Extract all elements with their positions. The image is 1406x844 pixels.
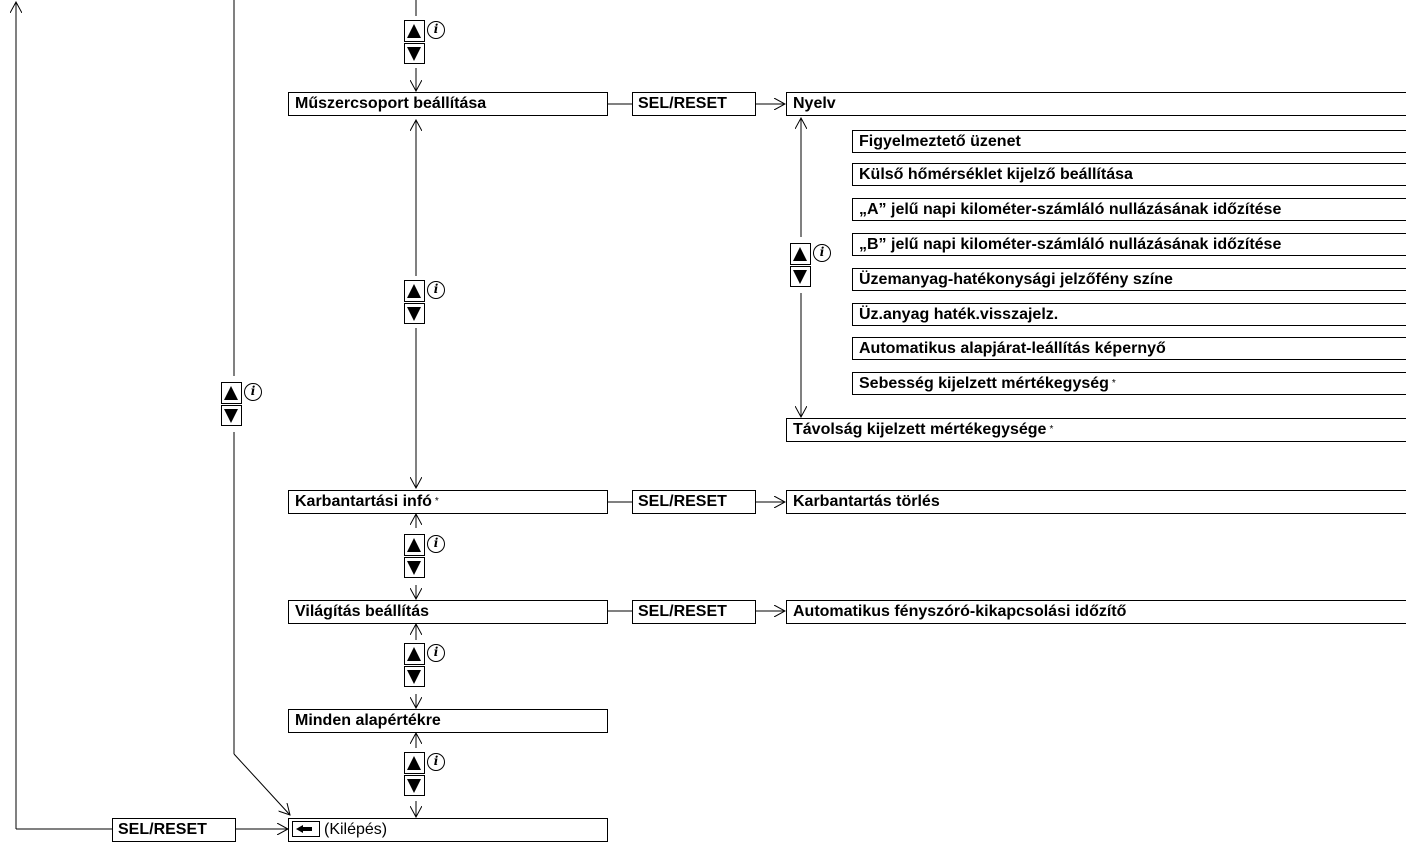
submenu-karb-label: Karbantartás törlés <box>793 493 940 510</box>
sel-reset-label: SEL/RESET <box>638 493 727 510</box>
submenu-item-label: „A” jelű napi kilométer-számláló nullázá… <box>859 201 1282 218</box>
sel-reset-label: SEL/RESET <box>638 95 727 112</box>
sel-reset-button[interactable]: SEL/RESET <box>632 490 756 514</box>
up-arrow-icon[interactable] <box>404 643 425 665</box>
info-icon: i <box>427 753 445 771</box>
footnote-asterisk: * <box>1111 378 1116 389</box>
footnote-asterisk: * <box>434 496 439 507</box>
footnote-asterisk: * <box>1049 424 1054 435</box>
submenu-item-label: Automatikus alapjárat-leállítás képernyő <box>859 340 1166 357</box>
up-arrow-icon[interactable] <box>221 382 242 404</box>
down-arrow-icon[interactable] <box>221 405 242 426</box>
up-arrow-icon[interactable] <box>404 752 425 774</box>
info-icon: i <box>813 244 831 262</box>
menu-minden[interactable]: Minden alapértékre <box>288 709 608 733</box>
menu-vilag-label: Világítás beállítás <box>295 603 429 620</box>
nav-up-down-indicator: i <box>404 20 446 65</box>
down-arrow-icon[interactable] <box>404 43 425 64</box>
menu-karb-label: Karbantartási infó <box>295 493 432 510</box>
nav-up-down-indicator: i <box>790 243 832 288</box>
sel-reset-label: SEL/RESET <box>638 603 727 620</box>
info-icon: i <box>427 535 445 553</box>
submenu-item[interactable]: „A” jelű napi kilométer-számláló nullázá… <box>852 198 1406 221</box>
submenu-item-label: Üz.anyag haték.visszajelz. <box>859 306 1059 323</box>
down-arrow-icon[interactable] <box>404 666 425 687</box>
info-icon: i <box>427 21 445 39</box>
exit-icon <box>292 820 320 837</box>
menu-exit-label: (Kilépés) <box>324 821 388 838</box>
up-arrow-icon[interactable] <box>404 280 425 302</box>
submenu-tavolsag[interactable]: Távolság kijelzett mértékegysége* <box>786 418 1406 442</box>
nav-up-down-indicator: i <box>404 280 446 325</box>
submenu-item-label: Külső hőmérséklet kijelző beállítása <box>859 166 1133 183</box>
submenu-vilag-label: Automatikus fényszóró-kikapcsolási időzí… <box>793 603 1127 620</box>
submenu-item[interactable]: Üzemanyag-hatékonysági jelzőfény színe <box>852 268 1406 291</box>
up-arrow-icon[interactable] <box>404 20 425 42</box>
submenu-item-label: Figyelmeztető üzenet <box>859 133 1021 150</box>
nav-up-down-indicator: i <box>404 752 446 797</box>
menu-musz-label: Műszercsoport beállítása <box>295 95 487 112</box>
sel-reset-button[interactable]: SEL/RESET <box>632 92 756 116</box>
submenu-item-label: Üzemanyag-hatékonysági jelzőfény színe <box>859 271 1173 288</box>
menu-vilag[interactable]: Világítás beállítás <box>288 600 608 624</box>
submenu-item[interactable]: Külső hőmérséklet kijelző beállítása <box>852 163 1406 186</box>
submenu-item[interactable]: „B” jelű napi kilométer-számláló nullázá… <box>852 233 1406 256</box>
up-arrow-icon[interactable] <box>790 243 811 265</box>
menu-karb[interactable]: Karbantartási infó* <box>288 490 608 514</box>
sel-reset-button[interactable]: SEL/RESET <box>112 818 236 842</box>
down-arrow-icon[interactable] <box>790 266 811 287</box>
info-icon: i <box>244 383 262 401</box>
menu-musz[interactable]: Műszercsoport beállítása <box>288 92 608 116</box>
submenu-item[interactable]: Sebesség kijelzett mértékegység* <box>852 372 1406 395</box>
info-icon: i <box>427 281 445 299</box>
up-arrow-icon[interactable] <box>404 534 425 556</box>
submenu-item[interactable]: Figyelmeztető üzenet <box>852 130 1406 153</box>
nav-up-down-indicator: i <box>404 534 446 579</box>
submenu-item-label: „B” jelű napi kilométer-számláló nullázá… <box>859 236 1282 253</box>
down-arrow-icon[interactable] <box>404 303 425 324</box>
nav-up-down-indicator: i <box>221 382 263 427</box>
submenu-nyelv-label: Nyelv <box>793 95 836 112</box>
submenu-item-label: Sebesség kijelzett mértékegység <box>859 375 1109 392</box>
sel-reset-button[interactable]: SEL/RESET <box>632 600 756 624</box>
submenu-item[interactable]: Üz.anyag haték.visszajelz. <box>852 303 1406 326</box>
menu-minden-label: Minden alapértékre <box>295 712 441 729</box>
submenu-nyelv[interactable]: Nyelv <box>786 92 1406 116</box>
down-arrow-icon[interactable] <box>404 557 425 578</box>
submenu-item[interactable]: Automatikus alapjárat-leállítás képernyő <box>852 337 1406 360</box>
sel-reset-label: SEL/RESET <box>118 821 207 838</box>
down-arrow-icon[interactable] <box>404 775 425 796</box>
submenu-karb[interactable]: Karbantartás törlés <box>786 490 1406 514</box>
menu-exit[interactable]: (Kilépés) <box>288 818 608 842</box>
nav-up-down-indicator: i <box>404 643 446 688</box>
info-icon: i <box>427 644 445 662</box>
submenu-vilag[interactable]: Automatikus fényszóró-kikapcsolási időzí… <box>786 600 1406 624</box>
submenu-tavolsag-label: Távolság kijelzett mértékegysége <box>793 421 1047 438</box>
